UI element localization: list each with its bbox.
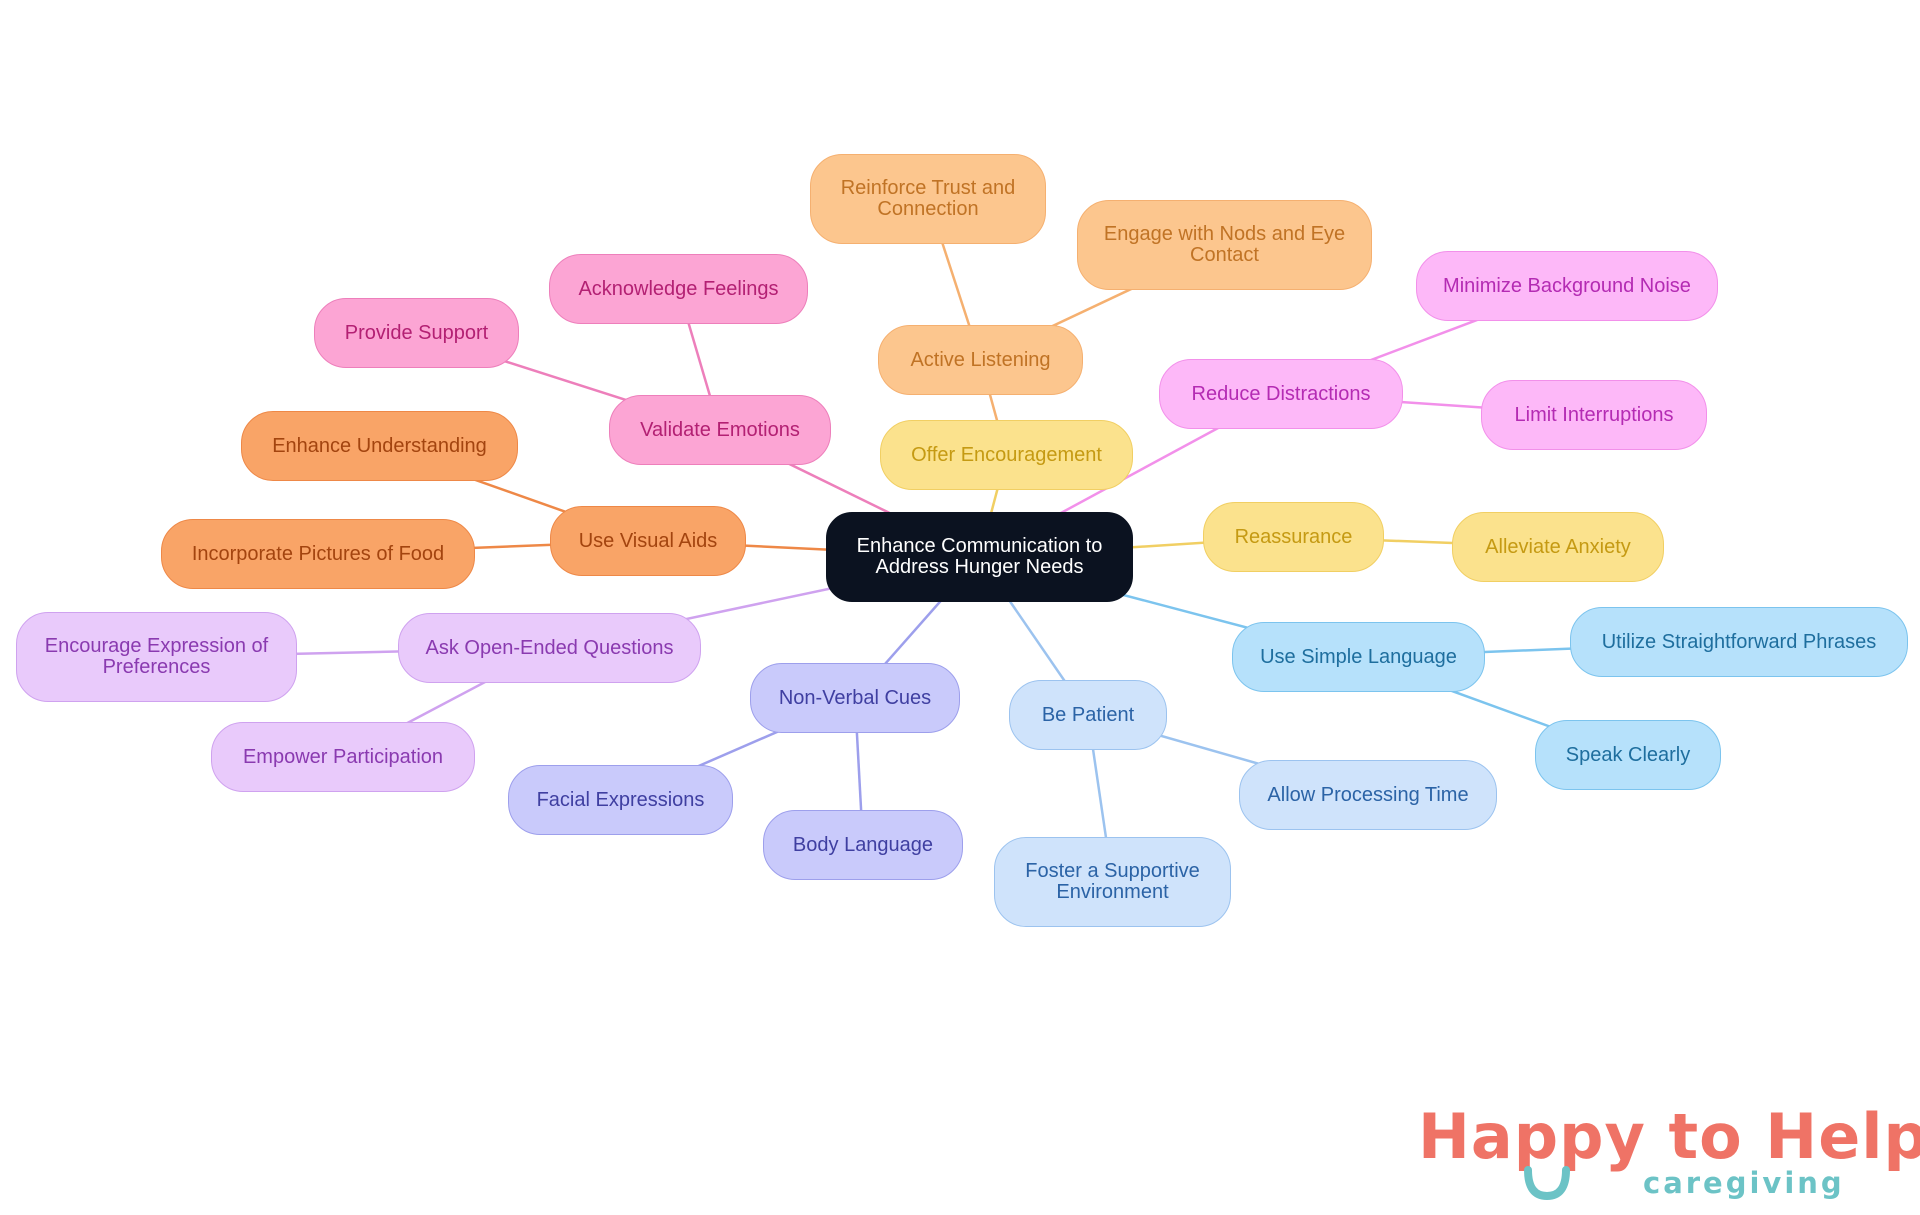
node-active-listening[interactable]: Active Listening [878, 325, 1083, 395]
node-provide-support[interactable]: Provide Support [314, 298, 519, 368]
node-limit-interruptions[interactable]: Limit Interruptions [1481, 380, 1707, 450]
node-validate-emotions[interactable]: Validate Emotions [609, 395, 831, 465]
node-pictures-of-food[interactable]: Incorporate Pictures of Food [161, 519, 475, 589]
node-center[interactable]: Enhance Communication to Address Hunger … [826, 512, 1133, 602]
node-straightforward-phrases[interactable]: Utilize Straightforward Phrases [1570, 607, 1908, 677]
node-empower-participation[interactable]: Empower Participation [211, 722, 475, 792]
node-reinforce-trust[interactable]: Reinforce Trust and Connection [810, 154, 1046, 244]
node-facial-expressions[interactable]: Facial Expressions [508, 765, 733, 835]
node-non-verbal-cues[interactable]: Non-Verbal Cues [750, 663, 960, 733]
happy-to-help-logo: Happy to Help caregiving [1418, 1100, 1920, 1210]
node-use-visual-aids[interactable]: Use Visual Aids [550, 506, 746, 576]
node-reduce-distractions[interactable]: Reduce Distractions [1159, 359, 1403, 429]
node-minimize-noise[interactable]: Minimize Background Noise [1416, 251, 1718, 321]
logo-title: Happy to Help [1418, 1100, 1920, 1173]
node-encourage-expression[interactable]: Encourage Expression of Preferences [16, 612, 297, 702]
node-supportive-environment[interactable]: Foster a Supportive Environment [994, 837, 1231, 927]
node-body-language[interactable]: Body Language [763, 810, 963, 880]
logo-subtitle: caregiving [1643, 1166, 1845, 1200]
node-enhance-understanding[interactable]: Enhance Understanding [241, 411, 518, 481]
node-reassurance[interactable]: Reassurance [1203, 502, 1384, 572]
node-be-patient[interactable]: Be Patient [1009, 680, 1167, 750]
node-alleviate-anxiety[interactable]: Alleviate Anxiety [1452, 512, 1664, 582]
smile-icon [1524, 1166, 1570, 1201]
node-offer-encouragement[interactable]: Offer Encouragement [880, 420, 1133, 490]
node-engage-nods[interactable]: Engage with Nods and Eye Contact [1077, 200, 1372, 290]
node-speak-clearly[interactable]: Speak Clearly [1535, 720, 1721, 790]
node-processing-time[interactable]: Allow Processing Time [1239, 760, 1497, 830]
node-use-simple-language[interactable]: Use Simple Language [1232, 622, 1485, 692]
node-ask-open-ended[interactable]: Ask Open-Ended Questions [398, 613, 701, 683]
node-acknowledge-feelings[interactable]: Acknowledge Feelings [549, 254, 808, 324]
